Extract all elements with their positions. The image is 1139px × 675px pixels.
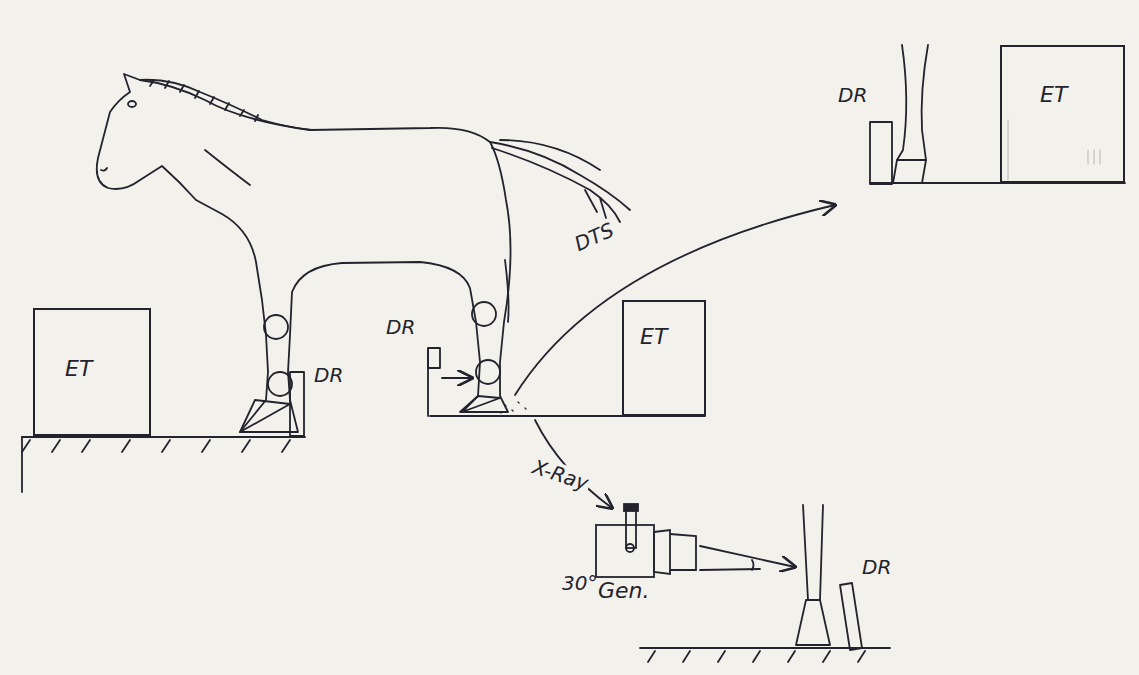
equipment-box: ET <box>33 308 151 436</box>
detector-plate <box>290 122 892 650</box>
detector-label: DR <box>384 316 417 338</box>
dots <box>500 402 526 413</box>
node-label: ET <box>1040 82 1067 107</box>
ground-line <box>22 183 1125 662</box>
beam-angle <box>700 546 795 570</box>
generator: Gen. <box>588 500 706 612</box>
leg-drawing <box>893 45 928 183</box>
detector-label: DR <box>860 556 893 578</box>
detector-label: DR <box>312 364 345 386</box>
node-label: Gen. <box>598 578 650 603</box>
leg-drawing <box>796 505 830 645</box>
node-label: ET <box>640 324 667 349</box>
method-label: DTS <box>569 218 618 256</box>
equipment-box: ET <box>622 300 706 416</box>
horse-drawing <box>97 74 630 432</box>
beam-label: X-Ray <box>528 455 593 495</box>
angle-label: 30° <box>560 572 599 594</box>
faint-mark <box>1008 120 1100 180</box>
detector-label: DR <box>836 84 869 106</box>
node-label: ET <box>65 356 92 381</box>
equipment-box: ET <box>1000 45 1125 183</box>
